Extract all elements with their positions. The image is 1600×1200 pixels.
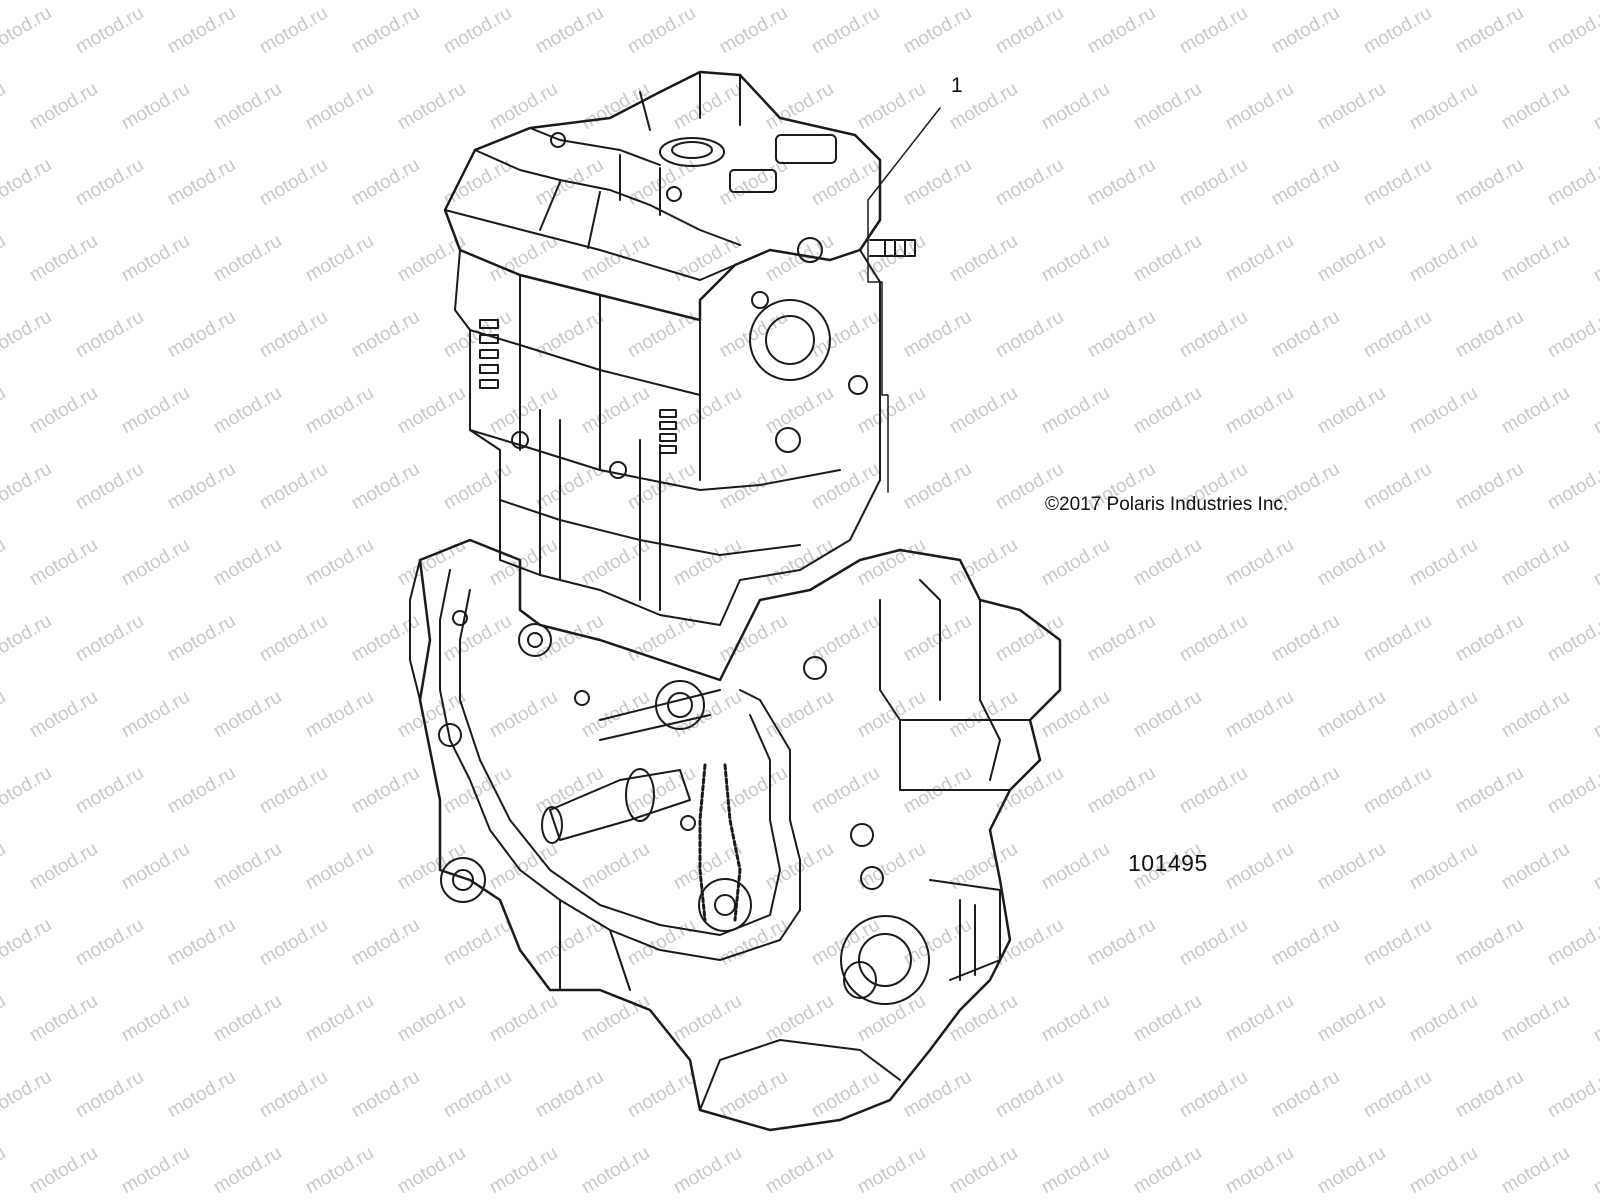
copyright-notice: ©2017 Polaris Industries Inc. — [1045, 494, 1289, 515]
figure-id-number: 101495 — [1128, 850, 1208, 876]
crankcase — [409, 538, 1062, 1132]
callout-leader-line — [867, 107, 941, 493]
valve-cover — [443, 70, 916, 322]
callout-number: 1 — [951, 74, 963, 97]
cylinder-block — [454, 237, 881, 626]
